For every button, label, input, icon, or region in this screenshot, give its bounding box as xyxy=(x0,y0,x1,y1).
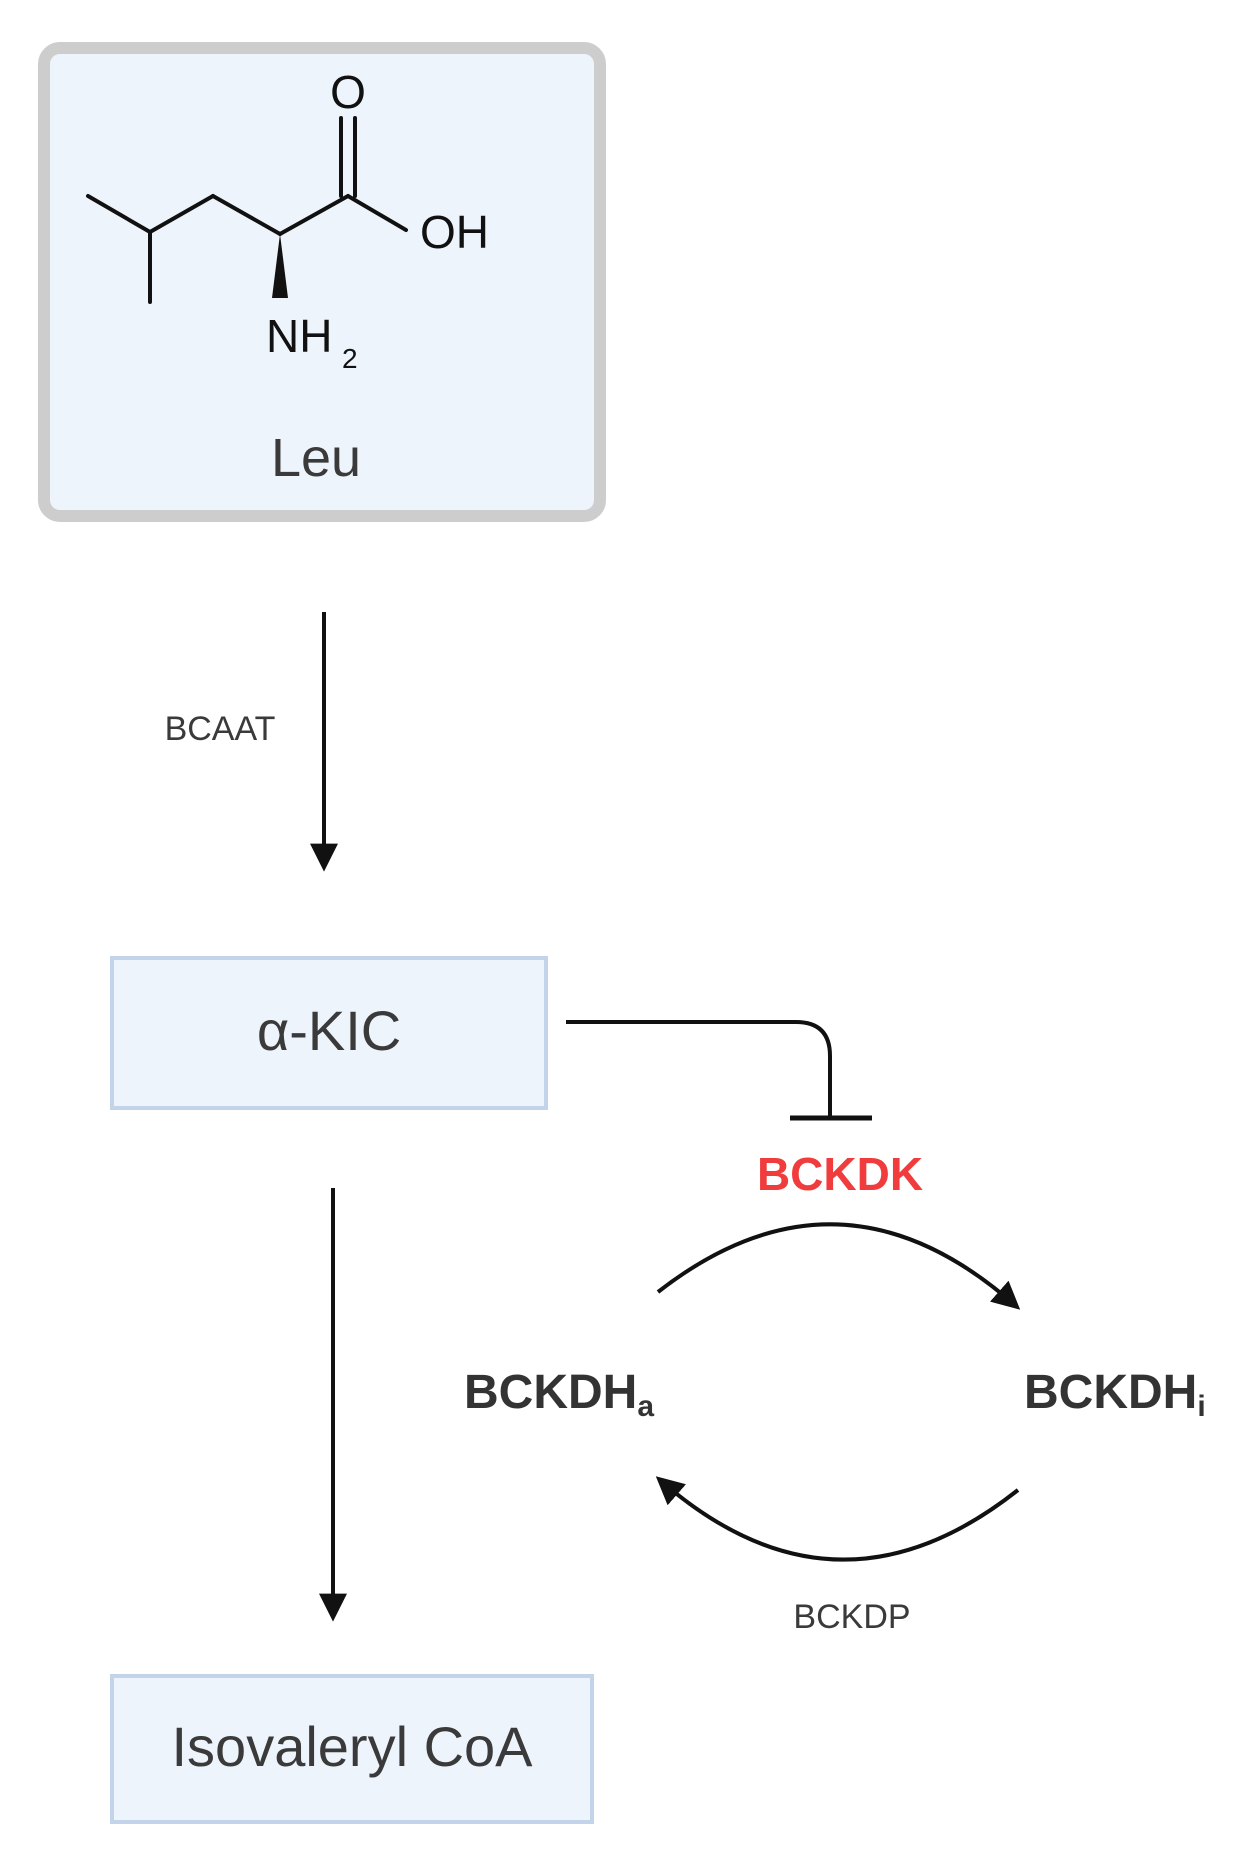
bckdh-active-label: BCKDHa xyxy=(464,1366,654,1423)
phosphorylation-arrow xyxy=(656,1222,1021,1310)
wedge-bond xyxy=(272,234,288,298)
leucine-box xyxy=(38,42,606,522)
isovaleryl-label: Isovaleryl CoA xyxy=(171,1715,533,1778)
isovaleryl-node: Isovaleryl CoA xyxy=(110,1674,594,1824)
amine-group: NH xyxy=(266,310,332,362)
inhibition-line xyxy=(566,1020,832,1118)
kic-label: α-KIC xyxy=(257,999,401,1062)
hydroxyl-group: OH xyxy=(420,206,489,258)
bckdp-label: BCKDP xyxy=(793,1598,910,1636)
leucine-node: O OH NH 2 Leu xyxy=(38,42,606,522)
oxygen-atom: O xyxy=(330,66,366,118)
amine-subscript: 2 xyxy=(342,343,358,374)
kic-node: α-KIC xyxy=(110,956,548,1110)
bcaat-label: BCAAT xyxy=(165,710,276,748)
isovaleryl-box xyxy=(110,1674,594,1824)
leucine-label: Leu xyxy=(271,428,361,488)
kic-box xyxy=(110,956,548,1110)
dephosphorylation-arrow xyxy=(655,1476,1020,1562)
bckdh-inactive-label: BCKDHi xyxy=(1024,1366,1206,1423)
leucine-structure xyxy=(86,116,408,304)
bckdk-label: BCKDK xyxy=(757,1148,923,1200)
